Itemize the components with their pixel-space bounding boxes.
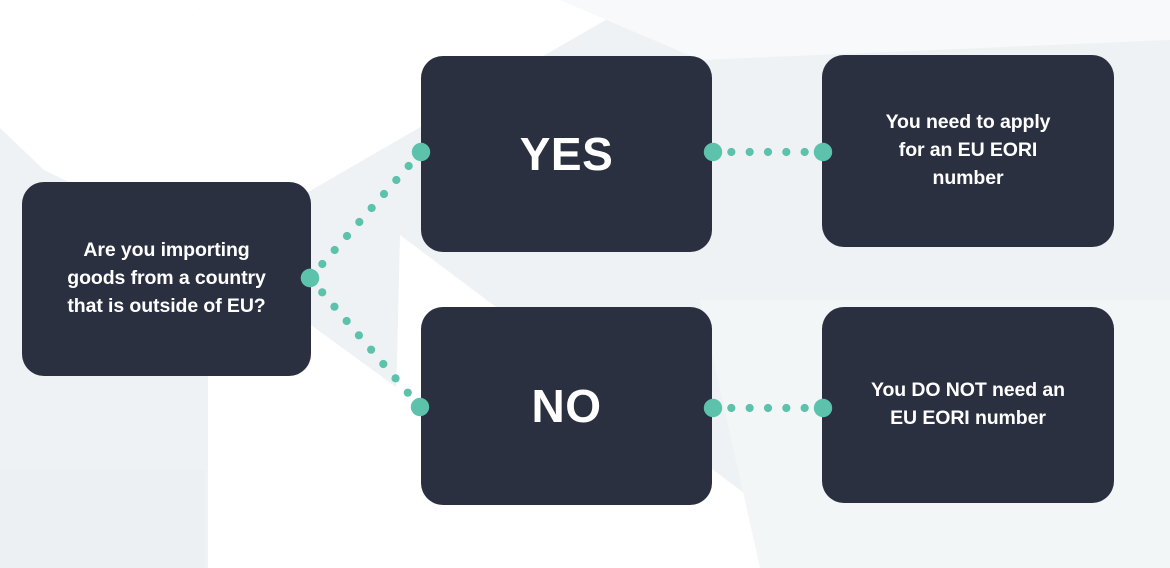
connector-dot [391,374,400,383]
connector-anchor-end [813,398,833,418]
node-outcome-yes-label: You need to apply for an EU EORI number [885,111,1051,189]
node-answer-yes-label: YES [519,128,614,180]
connector-dot [367,345,376,354]
connector-dot [763,403,773,413]
connector-dot [745,147,754,157]
connector-dot [800,403,809,413]
connector-dot [379,189,389,199]
connector-anchor-start [703,398,723,418]
connector-anchor-start [703,142,723,162]
connector-dot [354,331,363,340]
connector-anchor-end [411,142,431,162]
node-question-label: Are you importing goods from a country t… [67,239,266,317]
connector-dot [367,203,376,213]
connector-dot [330,302,339,311]
connector-dot [403,388,412,397]
node-answer-no-label: NO [531,380,602,432]
connector-anchor-end [410,397,430,417]
connector-question-to-no[interactable] [300,268,430,417]
connector-dot [342,231,352,241]
connector-dot [782,403,791,413]
connector-yes-to-outcome[interactable] [703,142,833,162]
connector-dot [392,175,401,185]
node-answer-no[interactable]: NO [421,307,712,505]
connector-dot [782,147,791,157]
connector-dot [379,359,388,369]
background-block-bottom-left [0,470,205,568]
node-outcome-no[interactable]: You DO NOT need an EU EORI number [822,307,1114,503]
connector-no-to-outcome[interactable] [703,398,833,418]
background-band-top [560,0,1170,60]
node-answer-yes[interactable]: YES [421,56,712,252]
connector-dot [330,245,339,255]
connector-dot [318,288,327,297]
node-outcome-yes[interactable]: You need to apply for an EU EORI number [822,55,1114,247]
connector-dot [342,316,351,326]
connector-dot [404,161,413,171]
background-chevron-left [0,0,208,170]
connector-dot [355,217,364,227]
connector-dot [763,147,773,157]
connector-dot [745,403,754,413]
node-outcome-no-label: You DO NOT need an EU EORI number [871,379,1065,429]
connector-anchor-end [813,142,833,162]
node-question[interactable]: Are you importing goods from a country t… [22,182,311,376]
connector-dot [727,403,736,413]
connector-dot [800,147,809,157]
connector-anchor-start [300,268,320,288]
connector-dot [318,259,327,269]
connector-dot [727,147,736,157]
